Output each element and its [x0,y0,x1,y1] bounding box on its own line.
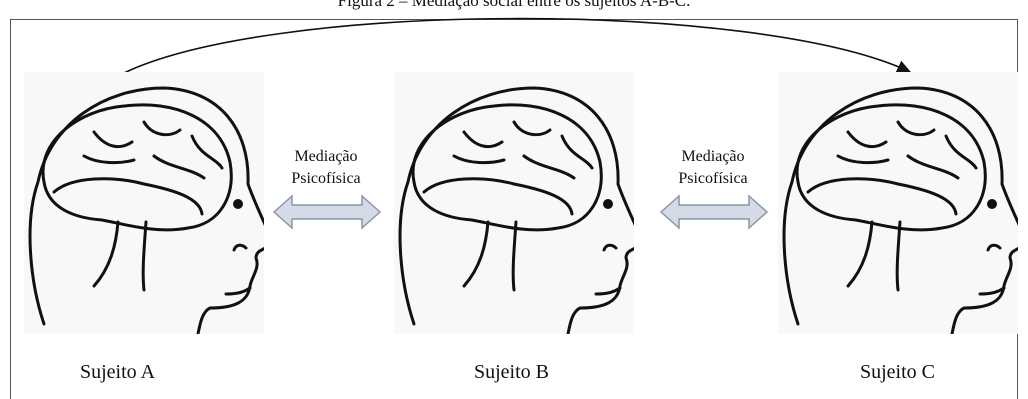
mediation-label-2-line1: Mediação [663,146,763,168]
head-illustration-b [394,72,634,334]
mediation-label-1: Mediação Psicofísica [276,146,376,190]
mediation-label-2-line2: Psicofísica [663,168,763,190]
subject-label-c: Sujeito C [860,361,935,384]
double-arrow-a-b [272,194,382,230]
mediation-label-1-line2: Psicofísica [276,168,376,190]
head-illustration-c [778,72,1018,334]
double-arrow-b-c [659,194,769,230]
subject-label-a: Sujeito A [80,361,155,384]
subject-label-b: Sujeito B [474,361,549,384]
head-illustration-a [24,72,264,334]
mediation-label-1-line1: Mediação [276,146,376,168]
mediation-label-2: Mediação Psicofísica [663,146,763,190]
